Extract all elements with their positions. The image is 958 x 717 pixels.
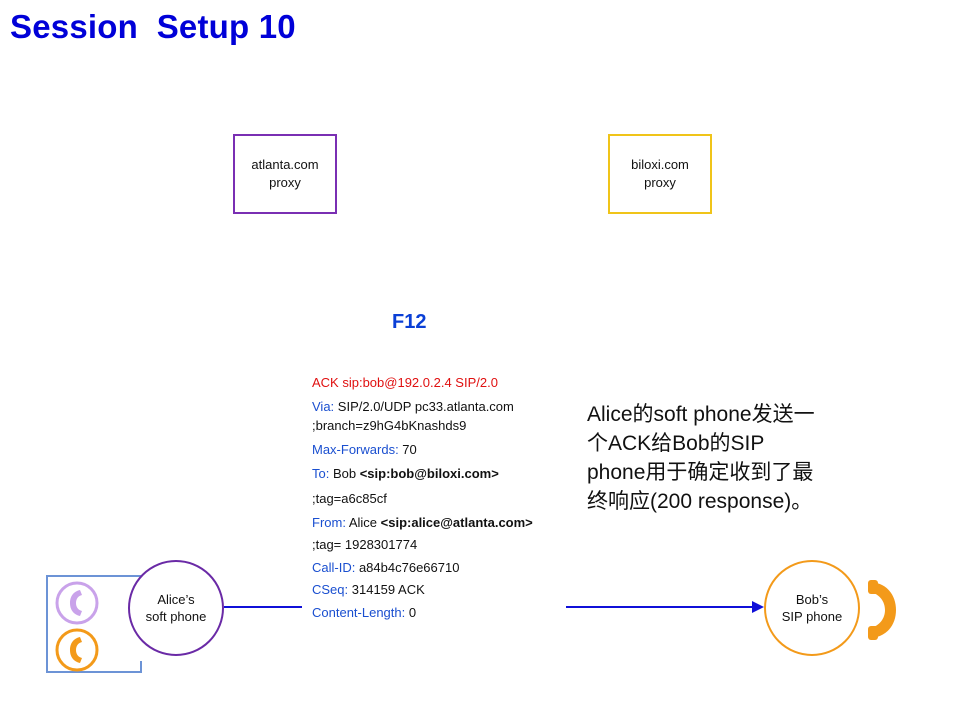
arrow-head bbox=[752, 601, 764, 613]
biloxi-proxy-label: proxy bbox=[644, 175, 676, 190]
from-tag: ;tag= 1928301774 bbox=[312, 537, 418, 552]
atlanta-proxy-domain: atlanta.com bbox=[251, 157, 319, 172]
from-header: From: Alice <sip:alice@atlanta.com> bbox=[312, 515, 533, 530]
biloxi-proxy-domain: biloxi.com bbox=[631, 157, 689, 172]
via-branch: ;branch=z9hG4bKnashds9 bbox=[312, 418, 467, 433]
content-length-header: Content-Length: 0 bbox=[312, 605, 417, 620]
alice-soft-phone-node: Alice’s soft phone bbox=[128, 560, 224, 656]
atlanta-proxy-box: atlanta.com proxy bbox=[233, 134, 337, 214]
via-header: Via: SIP/2.0/UDP pc33.atlanta.com bbox=[312, 399, 514, 414]
max-forwards-header: Max-Forwards: 70 bbox=[312, 442, 417, 457]
explanation-note: Alice的soft phone发送一个ACK给Bob的SIP phone用于确… bbox=[587, 403, 815, 513]
slide-title: Session Setup 10 bbox=[10, 8, 296, 45]
atlanta-proxy-label: proxy bbox=[269, 175, 301, 190]
phone-orange-icon bbox=[55, 628, 99, 672]
bracket-bottom bbox=[46, 671, 142, 673]
phone-purple-icon bbox=[55, 581, 99, 625]
call-id-header: Call-ID: a84b4c76e66710 bbox=[312, 560, 460, 575]
flow-label: F12 bbox=[392, 311, 427, 333]
alice-node-line1: Alice’s bbox=[157, 592, 195, 607]
bob-node-line2: SIP phone bbox=[781, 609, 843, 624]
arrow-segment-left bbox=[224, 606, 302, 608]
request-line: ACK sip:bob@192.0.2.4 SIP/2.0 bbox=[312, 375, 498, 390]
alice-node-line2: soft phone bbox=[145, 609, 207, 624]
to-header: To: Bob <sip:bob@biloxi.com> bbox=[312, 466, 499, 481]
arrow-segment-right bbox=[566, 606, 754, 608]
phone-orange-icon bbox=[868, 580, 896, 640]
bob-node-line1: Bob’s bbox=[795, 592, 829, 607]
cseq-header: CSeq: 314159 ACK bbox=[312, 582, 425, 597]
to-tag: ;tag=a6c85cf bbox=[312, 491, 387, 506]
biloxi-proxy-box: biloxi.com proxy bbox=[608, 134, 712, 214]
alice-devices-bracket bbox=[46, 575, 142, 671]
bracket-tick bbox=[140, 661, 142, 673]
bob-sip-phone-node: Bob’s SIP phone bbox=[764, 560, 860, 656]
